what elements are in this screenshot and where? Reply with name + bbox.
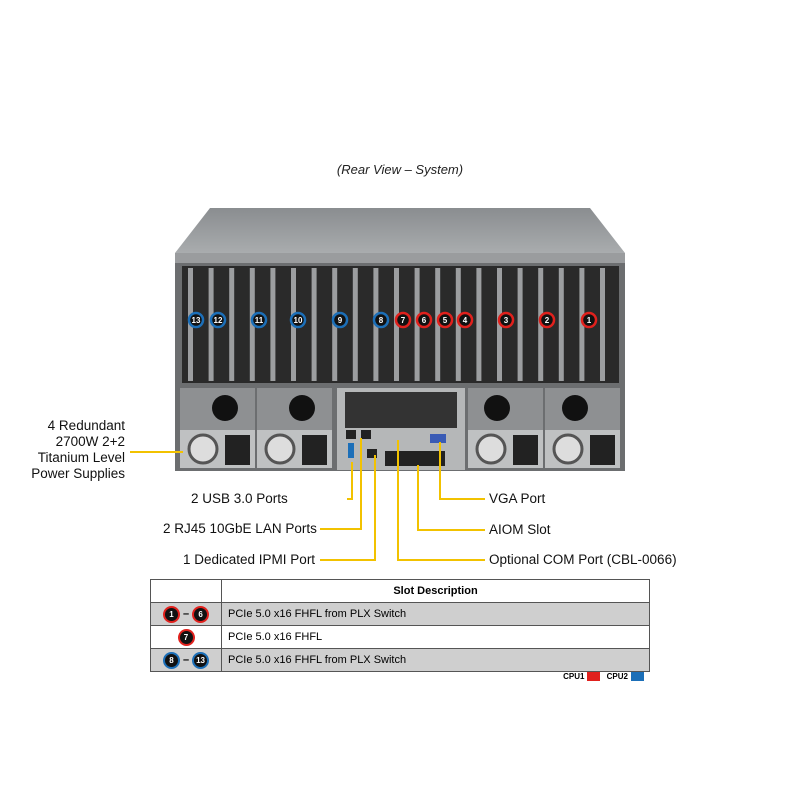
table-row: 7 PCIe 5.0 x16 FHFL	[150, 625, 650, 649]
pcie-bracket	[352, 268, 358, 381]
slot-badge-3: 3	[497, 311, 515, 329]
ipmi-port	[367, 449, 377, 458]
svg-text:4: 4	[463, 316, 468, 325]
slot-badge-5: 5	[436, 311, 454, 329]
slot-badge-13: 13	[187, 311, 205, 329]
pcie-bracket	[558, 268, 564, 381]
pcie-bracket	[435, 268, 441, 381]
svg-text:7: 7	[401, 316, 406, 325]
svg-text:12: 12	[214, 316, 223, 325]
svg-text:13: 13	[192, 316, 201, 325]
callout-ipmi: 1 Dedicated IPMI Port	[183, 552, 316, 567]
slot-badge-6: 6	[415, 311, 433, 329]
table-header: Slot Description	[221, 579, 650, 603]
pcie-bracket	[517, 268, 523, 381]
slot-badge: 1	[162, 605, 180, 623]
legend-cpu1-label: CPU1	[563, 672, 585, 681]
slot-badge: 13	[192, 651, 210, 669]
slot-desc: PCIe 5.0 x16 FHFL	[221, 625, 650, 649]
svg-text:6: 6	[422, 316, 427, 325]
slot-badge-11: 11	[250, 311, 268, 329]
usb-ports	[348, 443, 354, 458]
slot-badge: 6	[192, 605, 210, 623]
slot-badge-12: 12	[209, 311, 227, 329]
slot-badge-2: 2	[538, 311, 556, 329]
callout-vga: VGA Port	[489, 491, 546, 506]
slot-badge: 7	[177, 628, 195, 646]
callout-aiom: AIOM Slot	[489, 522, 551, 537]
pcie-bracket	[579, 268, 585, 381]
table-row: 8–13 PCIe 5.0 x16 FHFL from PLX Switch	[150, 648, 650, 672]
diagram-caption: (Rear View – System)	[336, 162, 464, 177]
pcie-bracket	[476, 268, 482, 381]
svg-text:2: 2	[545, 316, 550, 325]
slot-badge-10: 10	[289, 311, 307, 329]
chassis-top-cover	[175, 208, 625, 253]
slot-badge-9: 9	[331, 311, 349, 329]
slot-description-table: Slot Description 1–6 PCIe 5.0 x16 FHFL f…	[150, 579, 650, 672]
legend-cpu2-label: CPU2	[606, 672, 628, 681]
cpu-legend: CPU1 CPU2	[563, 672, 648, 682]
slot-desc: PCIe 5.0 x16 FHFL from PLX Switch	[221, 602, 650, 626]
pcie-bracket	[311, 268, 317, 381]
vga-port	[430, 434, 446, 443]
slot-badge-4: 4	[456, 311, 474, 329]
callout-com: Optional COM Port (CBL-0066)	[489, 552, 677, 567]
slot-badge-8: 8	[372, 311, 390, 329]
legend-cpu1-swatch	[587, 672, 601, 682]
aiom-slot	[385, 451, 445, 466]
svg-text:5: 5	[443, 316, 448, 325]
legend-cpu2-swatch	[631, 672, 644, 682]
callout-power-supplies: 4 Redundant 2700W 2+2 Titanium Level Pow…	[31, 418, 125, 481]
power-supply-units	[180, 430, 620, 468]
slot-desc: PCIe 5.0 x16 FHFL from PLX Switch	[221, 648, 650, 672]
leader-lines	[130, 438, 485, 561]
slot-badge: 8	[162, 651, 180, 669]
rj45-port	[361, 430, 371, 439]
table-row: 1–6 PCIe 5.0 x16 FHFL from PLX Switch	[150, 602, 650, 626]
svg-text:8: 8	[379, 316, 384, 325]
pcie-bracket	[229, 268, 235, 381]
callout-usb: 2 USB 3.0 Ports	[191, 491, 288, 506]
svg-text:10: 10	[294, 316, 303, 325]
svg-text:9: 9	[338, 316, 343, 325]
svg-text:11: 11	[255, 316, 264, 325]
pcie-bracket	[270, 268, 276, 381]
svg-text:3: 3	[504, 316, 509, 325]
pcie-bracket	[600, 268, 605, 381]
slot-badge-7: 7	[394, 311, 412, 329]
callout-rj45: 2 RJ45 10GbE LAN Ports	[163, 521, 317, 536]
svg-text:1: 1	[587, 316, 592, 325]
slot-badges: 13 12 11 10 9 8 7 6 5 4 3 2 1	[187, 311, 598, 329]
slot-badge-1: 1	[580, 311, 598, 329]
rj45-port	[346, 430, 356, 439]
